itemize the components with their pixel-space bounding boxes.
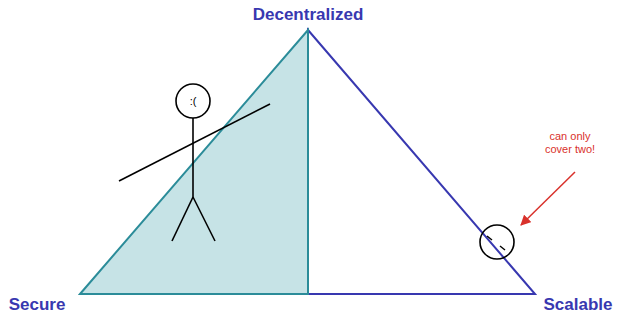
covered-half [80,30,308,294]
vertex-label: Scalable [544,295,613,315]
vertex-label: Secure [9,295,66,315]
face-expression: :( [175,83,211,119]
hidden-face [480,225,514,259]
head-circle [176,84,210,118]
annotation-note: can only cover two! [537,130,603,155]
uncovered-half [308,30,535,294]
face-eye [487,236,492,240]
face-eye [500,246,505,250]
figure-leg [172,197,193,241]
vertex-label: Decentralized [253,5,364,25]
leader-arrow [521,172,575,225]
figure-leg [193,197,215,241]
figure-body [192,118,194,197]
face-head: :( [175,83,211,119]
